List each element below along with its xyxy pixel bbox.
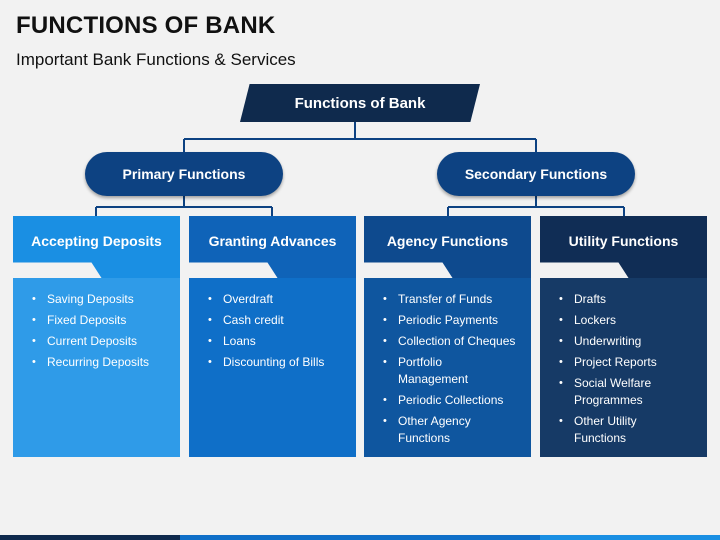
card-utility-functions: Utility Functions Drafts Lockers Underwr…	[540, 216, 707, 457]
card-title: Agency Functions	[386, 233, 509, 249]
list-item: Underwriting	[540, 333, 707, 350]
list-item: Cash credit	[189, 312, 356, 329]
list-item: Portfolio Management	[364, 354, 531, 388]
list-item: Periodic Payments	[364, 312, 531, 329]
primary-functions-node: Primary Functions	[85, 152, 283, 196]
list-item: Fixed Deposits	[13, 312, 180, 329]
secondary-functions-node: Secondary Functions	[437, 152, 635, 196]
card-body: Saving Deposits Fixed Deposits Current D…	[13, 278, 180, 457]
bottom-bar-segment	[540, 535, 720, 540]
list-item: Social Welfare Programmes	[540, 375, 707, 409]
card-header: Granting Advances	[189, 216, 356, 278]
card-header: Accepting Deposits	[13, 216, 180, 278]
list-item: Saving Deposits	[13, 291, 180, 308]
list-item: Transfer of Funds	[364, 291, 531, 308]
card-list: Overdraft Cash credit Loans Discounting …	[189, 278, 356, 371]
list-item: Overdraft	[189, 291, 356, 308]
bottom-bar-segment	[180, 535, 540, 540]
bottom-bar-segment	[0, 535, 180, 540]
card-accepting-deposits: Accepting Deposits Saving Deposits Fixed…	[13, 216, 180, 457]
list-item: Other Utility Functions	[540, 413, 707, 447]
card-body: Overdraft Cash credit Loans Discounting …	[189, 278, 356, 457]
list-item: Collection of Cheques	[364, 333, 531, 350]
list-item: Loans	[189, 333, 356, 350]
list-item: Recurring Deposits	[13, 354, 180, 371]
list-item: Periodic Collections	[364, 392, 531, 409]
list-item: Current Deposits	[13, 333, 180, 350]
secondary-functions-label: Secondary Functions	[464, 166, 608, 182]
list-item: Discounting of Bills	[189, 354, 356, 371]
card-body: Transfer of Funds Periodic Payments Coll…	[364, 278, 531, 457]
bottom-accent-bar	[0, 535, 720, 540]
card-header: Utility Functions	[540, 216, 707, 278]
card-list: Saving Deposits Fixed Deposits Current D…	[13, 278, 180, 371]
list-item: Other Agency Functions	[364, 413, 531, 447]
root-node: Functions of Bank	[240, 84, 480, 122]
card-body: Drafts Lockers Underwriting Project Repo…	[540, 278, 707, 457]
primary-functions-label: Primary Functions	[122, 166, 246, 182]
card-title: Utility Functions	[568, 233, 679, 249]
card-list: Drafts Lockers Underwriting Project Repo…	[540, 278, 707, 447]
list-item: Project Reports	[540, 354, 707, 371]
card-list: Transfer of Funds Periodic Payments Coll…	[364, 278, 531, 447]
card-title: Granting Advances	[208, 233, 337, 249]
card-granting-advances: Granting Advances Overdraft Cash credit …	[189, 216, 356, 457]
page-subtitle: Important Bank Functions & Services	[16, 50, 296, 69]
card-agency-functions: Agency Functions Transfer of Funds Perio…	[364, 216, 531, 457]
card-title: Accepting Deposits	[31, 233, 162, 249]
card-header: Agency Functions	[364, 216, 531, 278]
page-title: FUNCTIONS OF BANK	[16, 12, 276, 39]
list-item: Drafts	[540, 291, 707, 308]
list-item: Lockers	[540, 312, 707, 329]
root-node-label: Functions of Bank	[294, 94, 426, 112]
